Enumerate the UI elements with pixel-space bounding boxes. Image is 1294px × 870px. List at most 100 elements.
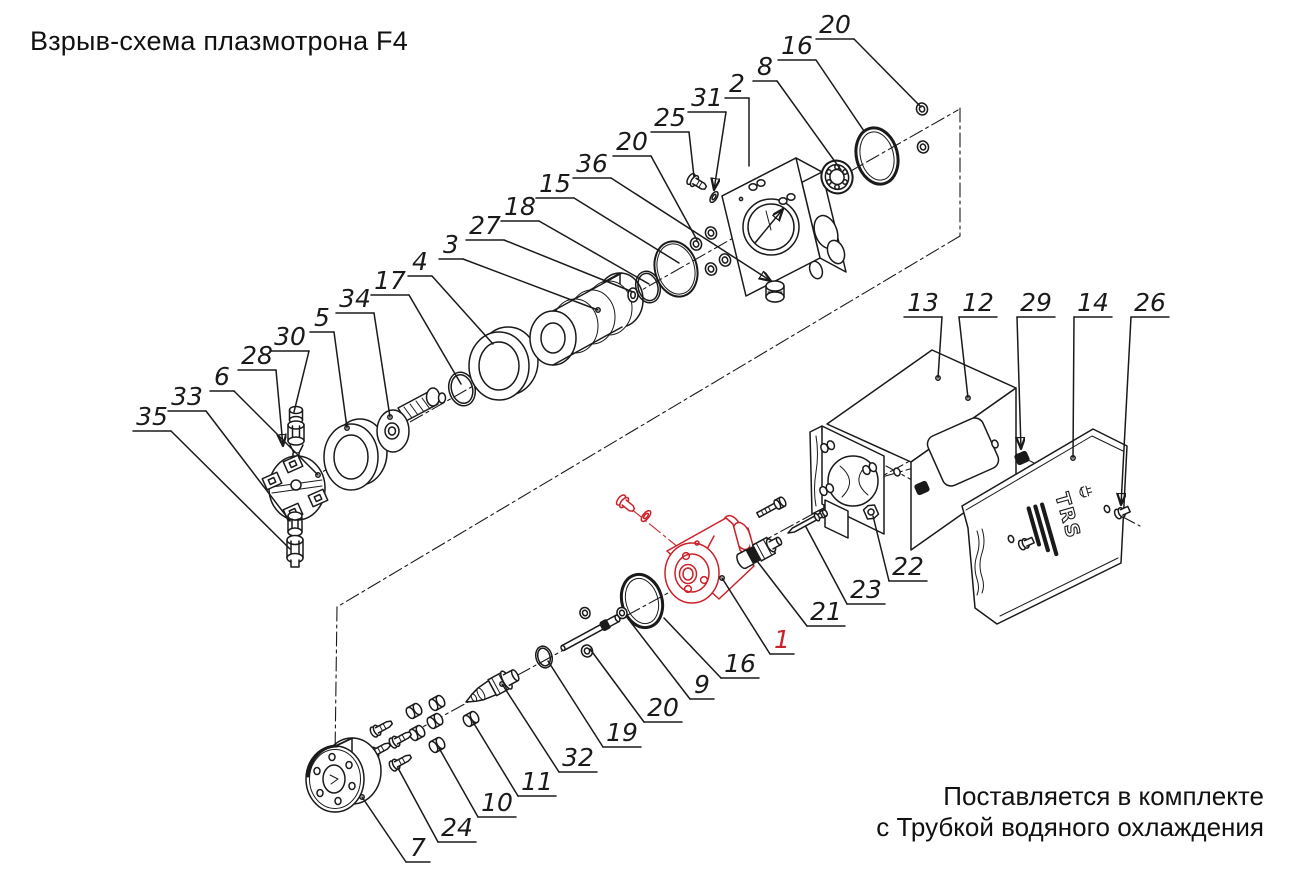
svg-text:26: 26 <box>1134 288 1166 317</box>
callout-13: 13 <box>903 288 943 381</box>
callout-14: 14 <box>1070 288 1113 461</box>
callout-24: 24 <box>397 767 477 843</box>
callout-4: 4 <box>407 247 494 345</box>
part-cover-14: TRS <box>961 428 1131 625</box>
svg-text:12: 12 <box>962 288 994 317</box>
part-washers-20-top <box>915 102 930 154</box>
callout-32: 32 <box>499 681 598 773</box>
part-screw-cover-a <box>1017 536 1035 551</box>
callout-7: 7 <box>359 794 431 863</box>
callout-26: 26 <box>1121 288 1170 505</box>
svg-text:14: 14 <box>1077 288 1109 317</box>
callout-20: 20 <box>815 10 922 108</box>
part-red-washer <box>640 509 652 523</box>
part-bearing-8 <box>820 159 854 195</box>
callout-20: 20 <box>589 648 683 723</box>
part-red-bolt <box>615 494 636 513</box>
svg-text:20: 20 <box>616 127 648 156</box>
callout-16: 16 <box>663 617 760 679</box>
callout-23: 23 <box>805 526 886 605</box>
callout-25: 25 <box>650 103 695 178</box>
svg-text:5: 5 <box>314 303 330 332</box>
callout-28: 28 <box>237 341 283 446</box>
part-ring-4 <box>468 326 539 401</box>
svg-text:15: 15 <box>539 169 571 198</box>
callout-27: 27 <box>465 211 634 293</box>
svg-text:30: 30 <box>274 322 306 351</box>
page-title: Взрыв-схема плазмотрона F4 <box>30 26 408 56</box>
svg-text:36: 36 <box>576 149 608 178</box>
supply-note-line1: Поставляется в комплекте <box>943 780 1264 811</box>
svg-text:18: 18 <box>504 192 536 221</box>
part-knurled-disc-34 <box>376 387 447 453</box>
callout-36: 36 <box>572 149 771 281</box>
part-oring-15 <box>653 240 699 298</box>
callout-34: 34 <box>335 284 393 420</box>
callout-5: 5 <box>309 303 350 431</box>
callout-11: 11 <box>472 721 557 797</box>
part-retaining-cap-1-highlighted <box>615 494 755 604</box>
svg-text:3: 3 <box>443 230 459 259</box>
callout-30: 30 <box>270 322 310 413</box>
part-cross-manifold <box>261 405 329 568</box>
callout-19: 19 <box>547 660 642 748</box>
callout-29: 29 <box>1017 288 1056 449</box>
svg-text:32: 32 <box>562 743 594 772</box>
part-nut-22 <box>862 504 880 520</box>
callout-21: 21 <box>756 560 846 627</box>
part-washer-31 <box>709 190 719 204</box>
svg-text:11: 11 <box>521 767 553 796</box>
callout-10: 10 <box>438 747 517 818</box>
callout-31: 31 <box>687 83 727 190</box>
svg-text:13: 13 <box>907 288 939 317</box>
part-screw-26 <box>1113 505 1131 520</box>
callout-22: 22 <box>872 515 928 582</box>
callout-35: 35 <box>132 402 291 550</box>
part-screws-24 <box>367 720 413 772</box>
part-washer-20b <box>579 606 591 620</box>
svg-text:1: 1 <box>774 625 790 654</box>
svg-text:20: 20 <box>819 10 851 39</box>
part-oring-16b <box>619 572 665 630</box>
part-setscrew-29a <box>914 480 930 496</box>
svg-text:35: 35 <box>136 402 168 431</box>
svg-text:21: 21 <box>810 597 842 626</box>
callout-16: 16 <box>777 31 865 132</box>
callout-18: 18 <box>500 192 650 285</box>
part-bolt-23 <box>756 496 787 518</box>
part-nuts-10-11 <box>405 694 480 754</box>
callout-33: 33 <box>167 382 291 522</box>
part-fitting-21 <box>736 536 783 570</box>
svg-text:2: 2 <box>729 69 745 98</box>
svg-text:22: 22 <box>892 552 924 581</box>
supply-note: Поставляется в комплекте с Трубкой водян… <box>876 781 1264 844</box>
svg-text:34: 34 <box>339 284 371 313</box>
part-swirl-block-2 <box>721 157 847 303</box>
callout-9: 9 <box>625 615 715 700</box>
callout-3: 3 <box>438 230 601 313</box>
svg-text:17: 17 <box>374 266 406 295</box>
svg-text:28: 28 <box>241 341 273 370</box>
callout-20: 20 <box>612 127 698 241</box>
supply-note-line2: с Трубкой водяного охлаждения <box>876 812 1264 843</box>
callout-8: 8 <box>752 52 842 171</box>
svg-text:8: 8 <box>757 52 773 81</box>
svg-text:31: 31 <box>691 83 723 112</box>
svg-text:6: 6 <box>214 362 230 391</box>
callout-6: 6 <box>209 362 321 478</box>
svg-text:16: 16 <box>781 31 813 60</box>
part-oring-19 <box>534 645 554 669</box>
part-washers-36-15 <box>689 226 732 276</box>
part-cylinder-body-3 <box>529 272 644 366</box>
svg-text:23: 23 <box>850 575 882 604</box>
callout-17: 17 <box>370 266 462 385</box>
svg-text:16: 16 <box>724 649 756 678</box>
part-nozzle-32 <box>465 669 520 703</box>
callout-15: 15 <box>535 169 680 264</box>
svg-text:27: 27 <box>469 211 501 240</box>
svg-text:20: 20 <box>647 693 679 722</box>
part-bolt-25 <box>686 172 708 190</box>
